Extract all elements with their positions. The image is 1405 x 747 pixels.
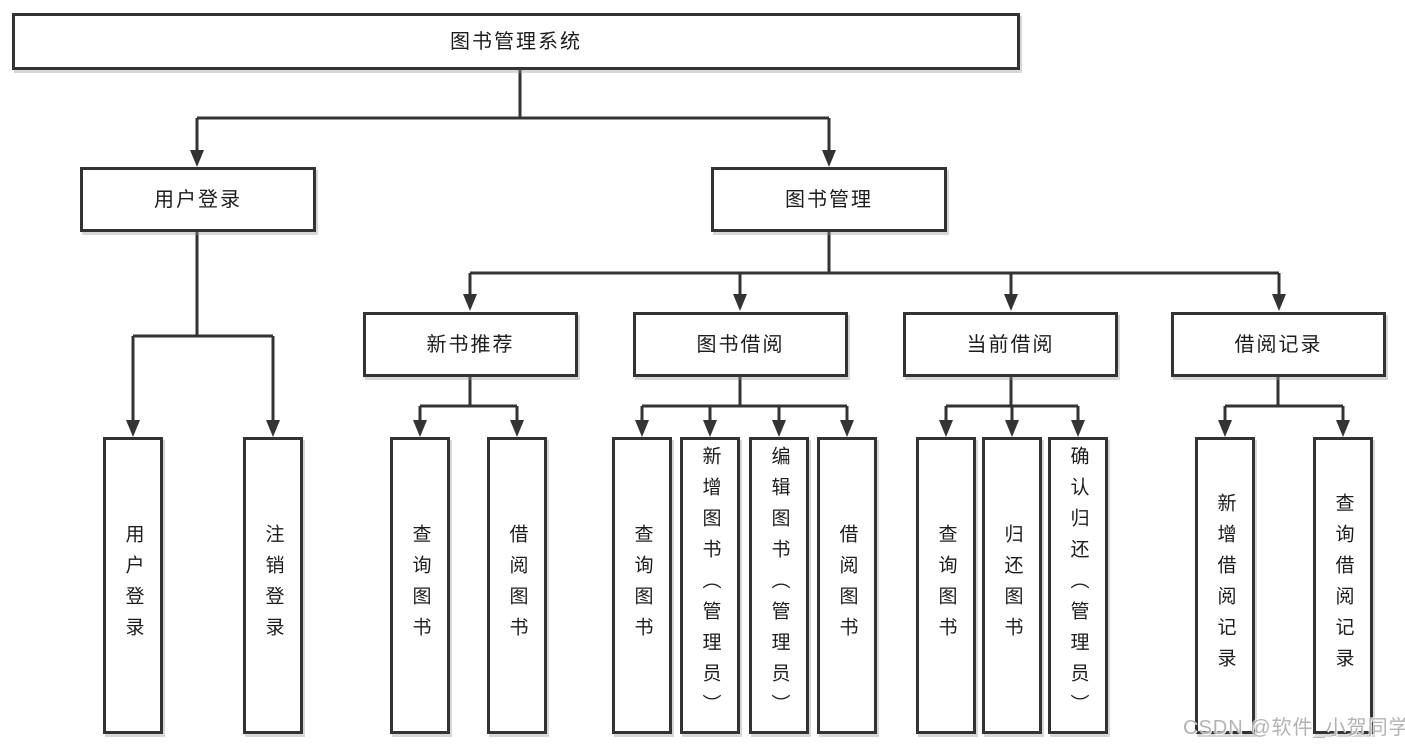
- arrowhead: [413, 420, 427, 437]
- connector-borrowing-to-leaves: [635, 377, 854, 437]
- arrowhead: [1336, 420, 1350, 437]
- csdn-watermark: CSDN @软件_小贺同学: [1183, 717, 1405, 739]
- node-book-borrowing: 图书借阅: [633, 312, 848, 377]
- node-label: 借阅记录: [1234, 333, 1323, 356]
- node-leaf-query-borrow-record: 查询借阅记录: [1313, 437, 1373, 734]
- node-leaf-borrow-books: 借阅图书: [817, 437, 877, 734]
- node-label: 借阅图书: [506, 523, 528, 648]
- arrowhead: [266, 420, 280, 437]
- node-label: 注销登录: [262, 523, 284, 648]
- node-label: 用户登录: [154, 188, 242, 211]
- arrowhead: [1218, 420, 1232, 437]
- arrowhead: [703, 420, 717, 437]
- node-label: 查询图书: [409, 523, 431, 648]
- node-label: 借阅图书: [836, 523, 858, 648]
- connector-userlogin-to-leaves: [126, 232, 280, 437]
- connector-newbooks-to-leaves: [413, 377, 524, 437]
- node-label: 查询图书: [631, 523, 653, 648]
- node-user-login: 用户登录: [80, 167, 316, 232]
- arrowhead: [733, 294, 747, 311]
- arrowhead: [463, 294, 477, 311]
- node-leaf-add-borrow-record: 新增借阅记录: [1195, 437, 1255, 734]
- arrowhead: [1071, 420, 1085, 437]
- arrowhead: [635, 420, 649, 437]
- arrowhead: [1272, 294, 1286, 311]
- connector-records-to-leaves: [1218, 377, 1350, 437]
- arrowhead: [1005, 420, 1019, 437]
- node-label: 归还图书: [1001, 523, 1023, 648]
- node-leaf-return-books: 归还图书: [982, 437, 1042, 734]
- node-leaf-query-books-recommend: 查询图书: [390, 437, 450, 734]
- connector-current-to-leaves: [939, 377, 1085, 437]
- node-leaf-user-login: 用户登录: [103, 437, 163, 734]
- arrowhead: [1004, 294, 1018, 311]
- node-label: 查询图书: [935, 523, 957, 648]
- node-borrowing-records: 借阅记录: [1171, 312, 1386, 377]
- node-label: 用户登录: [122, 523, 144, 648]
- connector-bookmgmt-to-level3: [463, 232, 1286, 311]
- node-label: 图书借阅: [696, 333, 785, 356]
- node-label: 确认归还（管理员）: [1067, 446, 1089, 725]
- node-leaf-edit-books-admin: 编辑图书（管理员）: [749, 437, 809, 734]
- node-label: 新书推荐: [426, 333, 515, 356]
- node-leaf-query-books-borrowing: 查询图书: [612, 437, 672, 734]
- node-label: 图书管理系统: [450, 30, 582, 53]
- arrowhead: [772, 420, 786, 437]
- arrowhead: [822, 150, 836, 167]
- node-root-library-system: 图书管理系统: [12, 13, 1020, 70]
- arrowhead: [939, 420, 953, 437]
- node-leaf-borrow-books-recommend: 借阅图书: [487, 437, 547, 734]
- arrowhead: [126, 420, 140, 437]
- node-leaf-add-books-admin: 新增图书（管理员）: [680, 437, 740, 734]
- node-leaf-logout: 注销登录: [243, 437, 303, 734]
- node-leaf-confirm-return-admin: 确认归还（管理员）: [1048, 437, 1108, 734]
- arrowhead: [840, 420, 854, 437]
- arrowhead: [510, 420, 524, 437]
- node-book-management: 图书管理: [711, 167, 947, 232]
- node-new-book-recommend: 新书推荐: [363, 312, 578, 377]
- node-label: 当前借阅: [966, 333, 1055, 356]
- node-label: 新增图书（管理员）: [699, 446, 721, 725]
- node-label: 查询借阅记录: [1332, 492, 1354, 679]
- node-label: 编辑图书（管理员）: [768, 446, 790, 725]
- node-leaf-query-books-current: 查询图书: [916, 437, 976, 734]
- node-current-borrowing: 当前借阅: [903, 312, 1118, 377]
- node-label: 图书管理: [785, 188, 873, 211]
- node-label: 新增借阅记录: [1214, 492, 1236, 679]
- arrowhead: [190, 150, 204, 167]
- connector-root-to-level2: [190, 70, 836, 167]
